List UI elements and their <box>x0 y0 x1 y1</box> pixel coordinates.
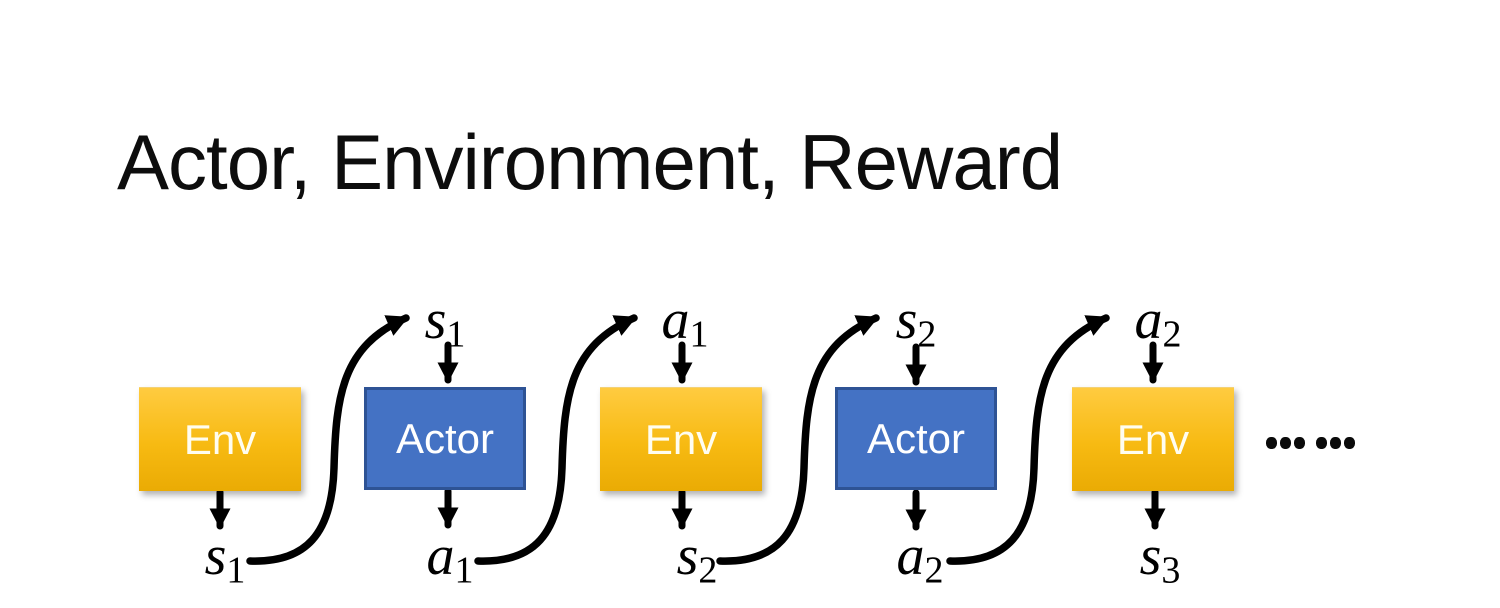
bottom-label-s1: s1 <box>204 525 246 589</box>
actor-box-2-label: Actor <box>866 414 966 462</box>
bottom-label-s2-letter: s <box>676 525 699 587</box>
env-box-3-label: Env <box>1116 415 1190 463</box>
env-box-1: Env <box>139 387 301 491</box>
top-label-s1: s1 <box>424 289 466 353</box>
ellipsis-dot <box>1266 437 1277 449</box>
actor-box-2: Actor <box>835 387 997 490</box>
bottom-label-a2-letter: a <box>896 525 925 587</box>
top-label-s2-letter: s <box>895 289 918 351</box>
bottom-label-s3-sub: 3 <box>1161 549 1181 592</box>
top-label-a1-sub: 1 <box>689 313 709 356</box>
actor-box-1: Actor <box>364 387 526 490</box>
top-label-a1: a1 <box>661 289 709 353</box>
actor-box-1-label: Actor <box>395 414 495 462</box>
bottom-label-a1: a1 <box>426 525 474 589</box>
bottom-label-s3-letter: s <box>1139 525 1162 587</box>
top-label-s2-sub: 2 <box>917 313 937 356</box>
top-label-a2-sub: 2 <box>1162 313 1182 356</box>
bottom-label-s2-sub: 2 <box>698 549 718 592</box>
ellipsis-dot <box>1344 437 1355 449</box>
top-label-a2-letter: a <box>1134 289 1163 351</box>
bottom-label-a1-letter: a <box>426 525 455 587</box>
ellipsis-dot <box>1316 437 1327 449</box>
ellipsis-dot <box>1330 437 1341 449</box>
bottom-label-s2: s2 <box>676 525 718 589</box>
ellipsis-dot <box>1294 437 1305 449</box>
env-box-2-label: Env <box>644 415 718 463</box>
slide-title: Actor, Environment, Reward <box>117 118 1063 206</box>
top-label-s1-sub: 1 <box>446 313 466 356</box>
env-box-1-label: Env <box>183 415 257 463</box>
ellipsis-dot <box>1280 437 1291 449</box>
bottom-label-a2-sub: 2 <box>924 549 944 592</box>
curved-arrow-s1 <box>246 314 410 565</box>
env-box-2: Env <box>600 387 762 491</box>
bottom-label-s3: s3 <box>1139 525 1181 589</box>
top-label-s2: s2 <box>895 289 937 353</box>
bottom-label-s1-sub: 1 <box>226 549 246 592</box>
bottom-label-a1-sub: 1 <box>454 549 474 592</box>
ellipsis-dots <box>1266 437 1358 449</box>
env-box-3: Env <box>1072 387 1234 491</box>
top-label-a1-letter: a <box>661 289 690 351</box>
bottom-label-a2: a2 <box>896 525 944 589</box>
top-label-s1-letter: s <box>424 289 447 351</box>
bottom-label-s1-letter: s <box>204 525 227 587</box>
top-label-a2: a2 <box>1134 289 1182 353</box>
